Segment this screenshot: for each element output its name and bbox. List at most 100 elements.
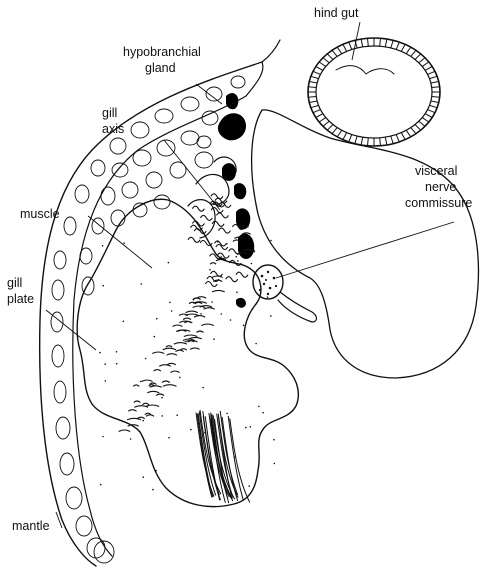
fibre-strand bbox=[230, 419, 250, 503]
gut-cell-border bbox=[411, 128, 416, 134]
muscle-fibre bbox=[186, 311, 198, 313]
muscle-fibre bbox=[196, 297, 206, 299]
muscle-fibre bbox=[162, 381, 170, 383]
stipple-dot bbox=[152, 489, 154, 491]
muscle-fibre bbox=[142, 403, 149, 405]
muscle-fibre bbox=[233, 240, 240, 242]
stipple-dot bbox=[142, 420, 144, 422]
stipple-dot bbox=[168, 262, 170, 264]
stipple-dot bbox=[211, 301, 213, 303]
stipple-dot bbox=[270, 315, 272, 317]
gut-cell-border bbox=[415, 125, 421, 131]
gut-cell-border bbox=[337, 47, 342, 54]
muscle-fibre bbox=[210, 263, 216, 265]
mantle-cells bbox=[51, 76, 245, 563]
gland-cells bbox=[80, 111, 218, 295]
muscle-fibre bbox=[133, 385, 139, 387]
gut-cell-border bbox=[311, 105, 319, 107]
muscle-fibre bbox=[167, 363, 176, 365]
muscle-fibre bbox=[190, 348, 199, 350]
gut-cell-border bbox=[422, 118, 429, 122]
gut-cell-border bbox=[349, 135, 352, 142]
label-gill-plate-1: gill bbox=[7, 276, 22, 290]
stipple-dot bbox=[236, 291, 238, 293]
gill-fold bbox=[226, 277, 238, 282]
muscle-fibre bbox=[159, 365, 171, 367]
muscle-fibre bbox=[173, 325, 183, 327]
gut-cell-border bbox=[425, 67, 432, 71]
hind-gut bbox=[308, 38, 440, 146]
muscle-fibre bbox=[152, 352, 164, 354]
stipple-dot bbox=[140, 283, 142, 285]
muscle-fibre bbox=[156, 394, 164, 396]
muscle-fibre bbox=[203, 308, 214, 310]
stipple-dot bbox=[155, 470, 157, 472]
label-mantle: mantle bbox=[12, 519, 50, 533]
label-nerve: nerve bbox=[425, 180, 456, 194]
gill-fold bbox=[205, 282, 217, 287]
muscle-fibre bbox=[196, 331, 203, 333]
muscle-fibre bbox=[146, 415, 154, 417]
muscle-fibre bbox=[216, 259, 225, 261]
stipple-dot bbox=[105, 380, 107, 382]
gut-cell-border bbox=[368, 138, 369, 146]
muscle-fibre bbox=[176, 350, 184, 352]
leader-lines bbox=[46, 22, 454, 528]
stipple-dot bbox=[116, 363, 118, 365]
stipple-dot bbox=[104, 363, 106, 365]
hypobranchial-gland-masses bbox=[218, 93, 254, 308]
gut-cell-border bbox=[428, 110, 435, 113]
muscle-fibre bbox=[176, 330, 186, 332]
stipple-dot bbox=[226, 413, 228, 415]
gut-cell-border bbox=[406, 47, 411, 54]
muscle-fibre bbox=[183, 318, 191, 320]
label-gill-axis-1: gill bbox=[102, 106, 117, 120]
muscle-fibre bbox=[142, 380, 153, 382]
stipple-dot bbox=[251, 263, 253, 265]
stipple-dot bbox=[243, 325, 245, 327]
stipple-dot bbox=[204, 432, 206, 434]
stipple-dot bbox=[274, 463, 276, 465]
stipple-dot bbox=[250, 426, 252, 428]
gut-cell-border bbox=[332, 128, 337, 134]
gut-cell-border bbox=[323, 58, 329, 63]
label-hind-gut: hind gut bbox=[314, 6, 359, 20]
gill-fold bbox=[211, 208, 223, 213]
gut-cell-border bbox=[391, 136, 393, 144]
gut-cell-border bbox=[432, 87, 440, 88]
stipple-dot bbox=[176, 414, 178, 416]
gut-cell-border bbox=[316, 67, 323, 71]
gut-cell-border bbox=[327, 54, 333, 60]
gut-cell-border bbox=[319, 118, 326, 122]
stipple-dot bbox=[156, 318, 158, 320]
gut-cell-border bbox=[308, 87, 316, 88]
lower-fibre-column bbox=[196, 410, 250, 503]
gut-cell-border bbox=[319, 62, 326, 66]
gut-cell-border bbox=[349, 42, 352, 49]
muscle-fibre bbox=[127, 418, 141, 420]
stipple-dot bbox=[237, 260, 239, 262]
label-gland: gland bbox=[145, 61, 176, 75]
gut-cell-border bbox=[380, 138, 381, 146]
stipple-dot bbox=[273, 439, 275, 441]
muscle-fibre bbox=[184, 335, 197, 337]
muscle-fibre bbox=[200, 306, 212, 308]
gut-cell-border bbox=[343, 44, 347, 51]
stipple-dot bbox=[193, 299, 195, 301]
gut-cell-border bbox=[316, 114, 323, 118]
gut-cell-border bbox=[432, 97, 440, 98]
gut-cell-border bbox=[411, 50, 416, 56]
visceral-nerve-commissure bbox=[253, 265, 317, 322]
stipple-dot bbox=[123, 321, 125, 323]
gill-fold bbox=[217, 213, 229, 218]
gut-cell-border bbox=[311, 76, 319, 78]
muscle-fibre bbox=[163, 348, 176, 350]
gut-cell-border bbox=[401, 133, 405, 140]
gut-cell-border bbox=[428, 71, 435, 74]
stipple-dot bbox=[168, 437, 170, 439]
stipple-dot bbox=[262, 412, 264, 414]
muscle-fibre bbox=[195, 302, 202, 304]
stipple-dot bbox=[171, 310, 173, 312]
stipple-dot bbox=[221, 313, 223, 315]
